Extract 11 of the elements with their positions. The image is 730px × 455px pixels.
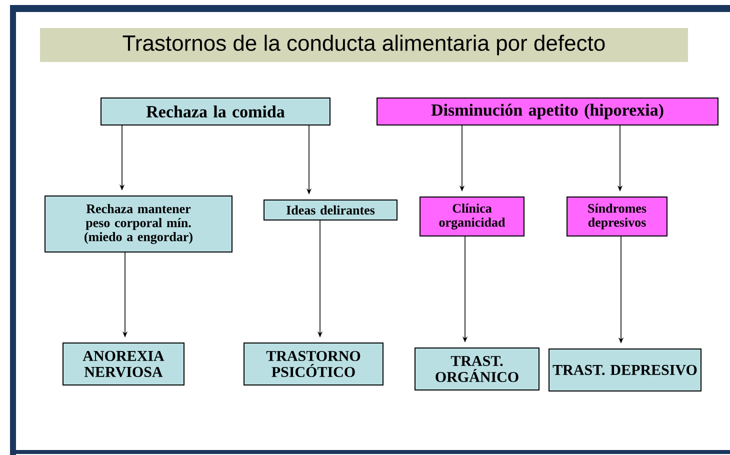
criterion-box: Rechaza mantener peso corporal mín. (miedo a engordar)	[44, 196, 232, 252]
criterion-box: Clínica organicidad	[420, 196, 524, 236]
criterion-box: Síndromes depresivos	[566, 196, 668, 236]
title-banner: Trastornos de la conducta alimentaria por defecto	[40, 28, 688, 62]
diagnosis-box: TRAST. ORGÁNICO	[414, 348, 540, 390]
diagnosis-box: TRASTORNO PSICÓTICO	[244, 342, 384, 386]
category-box: Disminución apetito (hiporexia)	[376, 98, 718, 126]
criterion-box: Ideas delirantes	[264, 200, 398, 220]
diagnosis-box: ANOREXIA NERVIOSA	[62, 342, 184, 386]
category-box: Rechaza la comida	[100, 98, 330, 126]
diagnosis-box: TRAST. DEPRESIVO	[548, 348, 702, 392]
